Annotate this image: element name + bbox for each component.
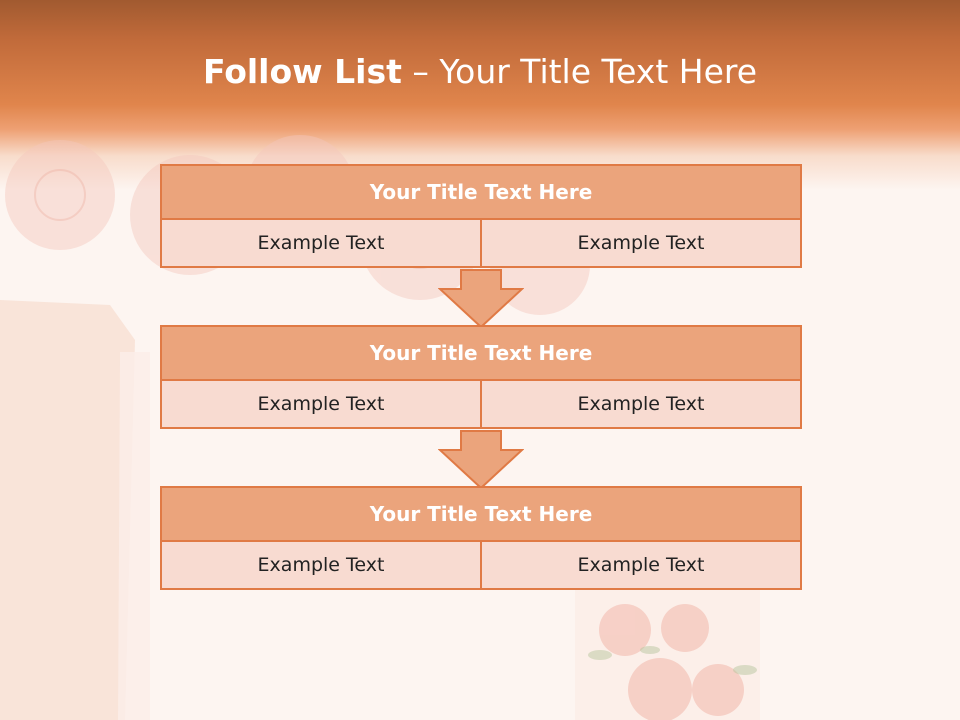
- step-cell-left: Example Text: [160, 381, 482, 429]
- step-cell-right: Example Text: [482, 542, 802, 590]
- slide-title-rest: – Your Title Text Here: [401, 52, 758, 91]
- step-cell-right: Example Text: [482, 220, 802, 268]
- slide-title: Follow List – Your Title Text Here: [0, 52, 960, 91]
- step-cell-left: Example Text: [160, 220, 482, 268]
- step-title: Your Title Text Here: [160, 325, 802, 381]
- step-cell-left: Example Text: [160, 542, 482, 590]
- header-band: [0, 0, 960, 190]
- step-block-2: Your Title Text Here Example Text Exampl…: [160, 325, 802, 429]
- down-arrow-icon: [438, 430, 524, 490]
- slide-title-bold: Follow List: [202, 52, 402, 91]
- step-title: Your Title Text Here: [160, 164, 802, 220]
- step-row: Example Text Example Text: [160, 220, 802, 268]
- step-row: Example Text Example Text: [160, 381, 802, 429]
- step-cell-right: Example Text: [482, 381, 802, 429]
- step-row: Example Text Example Text: [160, 542, 802, 590]
- step-block-1: Your Title Text Here Example Text Exampl…: [160, 164, 802, 268]
- down-arrow-icon: [438, 269, 524, 329]
- step-title: Your Title Text Here: [160, 486, 802, 542]
- step-block-3: Your Title Text Here Example Text Exampl…: [160, 486, 802, 590]
